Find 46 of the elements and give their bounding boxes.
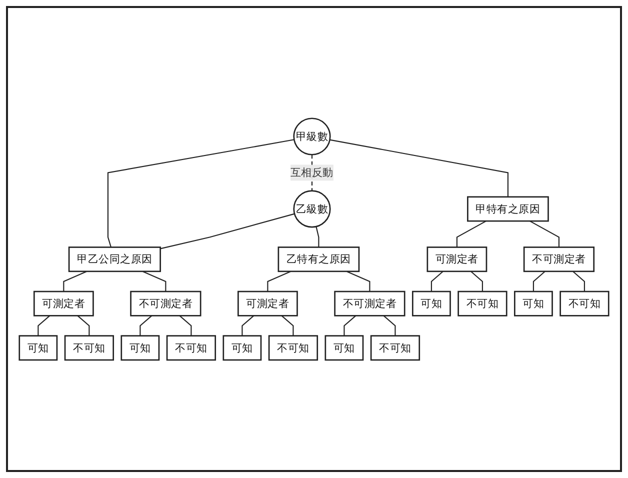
connector	[530, 220, 560, 248]
node-box: 可知	[324, 334, 364, 360]
connector	[572, 270, 585, 292]
connector	[430, 270, 444, 292]
node-box: 甲乙公同之原因	[68, 246, 161, 272]
node-box: 乙特有之原因	[278, 246, 360, 272]
node-box: 不可知	[458, 290, 508, 316]
connector	[330, 139, 508, 197]
node-box: 可知	[514, 290, 553, 316]
node-box: 不可知	[560, 290, 610, 316]
node-box: 可知	[18, 334, 58, 360]
connector	[140, 315, 152, 336]
node-box: 不可測定者	[334, 290, 406, 316]
connector	[242, 315, 254, 336]
connector	[383, 315, 396, 336]
edge-label: 互相反動	[290, 166, 334, 179]
node-box: 可知	[412, 290, 451, 316]
node-box: 可測定者	[238, 290, 298, 316]
connector	[532, 270, 546, 292]
connector	[267, 270, 292, 292]
node-box: 不可知	[64, 334, 114, 360]
node-circle: 甲級數	[293, 118, 331, 156]
connector	[316, 226, 320, 248]
node-box: 可知	[120, 334, 160, 360]
node-box: 可測定者	[33, 290, 94, 316]
node-box: 不可測定者	[523, 246, 595, 272]
connector	[63, 270, 88, 292]
node-box: 不可知	[268, 334, 318, 360]
connector	[142, 270, 166, 292]
connector	[346, 270, 370, 292]
connector	[38, 315, 50, 336]
connector	[456, 220, 486, 248]
node-box: 甲特有之原因	[467, 196, 549, 222]
connector	[281, 315, 294, 336]
connector	[77, 315, 90, 336]
node-box: 不可知	[166, 334, 216, 360]
connector	[470, 270, 483, 292]
node-box: 可知	[222, 334, 262, 360]
node-box: 可測定者	[426, 246, 488, 272]
connector	[179, 315, 192, 336]
node-box: 不可測定者	[130, 290, 202, 316]
connector	[344, 315, 356, 336]
node-circle: 乙級數	[293, 190, 331, 228]
connector	[160, 213, 295, 250]
connector	[107, 138, 294, 248]
node-box: 不可知	[370, 334, 420, 360]
